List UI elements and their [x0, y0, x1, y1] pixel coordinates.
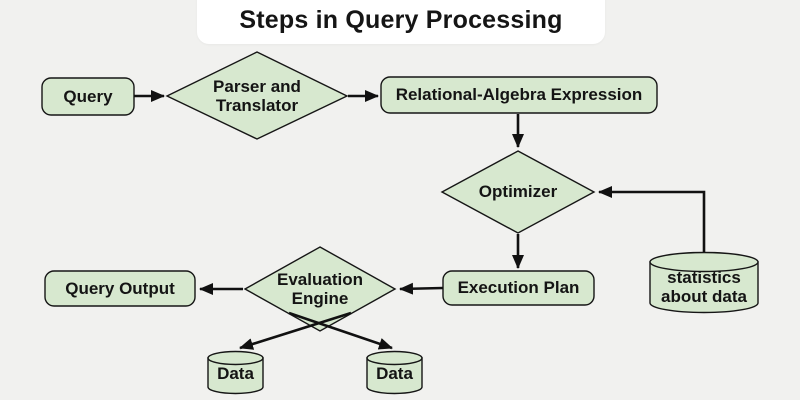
data-right-cylinder-body [366, 357, 423, 395]
statistics-cylinder-body [649, 261, 759, 314]
data-left-cylinder-top [207, 350, 264, 366]
execution-plan-node-shape [442, 270, 595, 306]
data-left-cylinder-body [207, 357, 264, 395]
edge-statistics-to-optimizer [598, 186, 706, 252]
query-output-node-shape [44, 270, 196, 307]
optimizer-diamond-shape [440, 150, 596, 234]
parser-translator-diamond-shape [165, 51, 349, 140]
data-right-cylinder-top [366, 350, 423, 366]
relational-algebra-node-shape [380, 76, 658, 114]
edge-execution-to-evaluation [399, 282, 444, 295]
edge-evaluation-to-data-left [239, 311, 352, 350]
statistics-cylinder-top [649, 251, 759, 273]
page-title: Steps in Query Processing [239, 5, 563, 34]
edge-evaluation-to-data-right [288, 311, 393, 350]
title-card: Steps in Query Processing [197, 0, 605, 44]
query-node-shape [41, 77, 135, 116]
evaluation-engine-diamond-shape [243, 246, 397, 332]
